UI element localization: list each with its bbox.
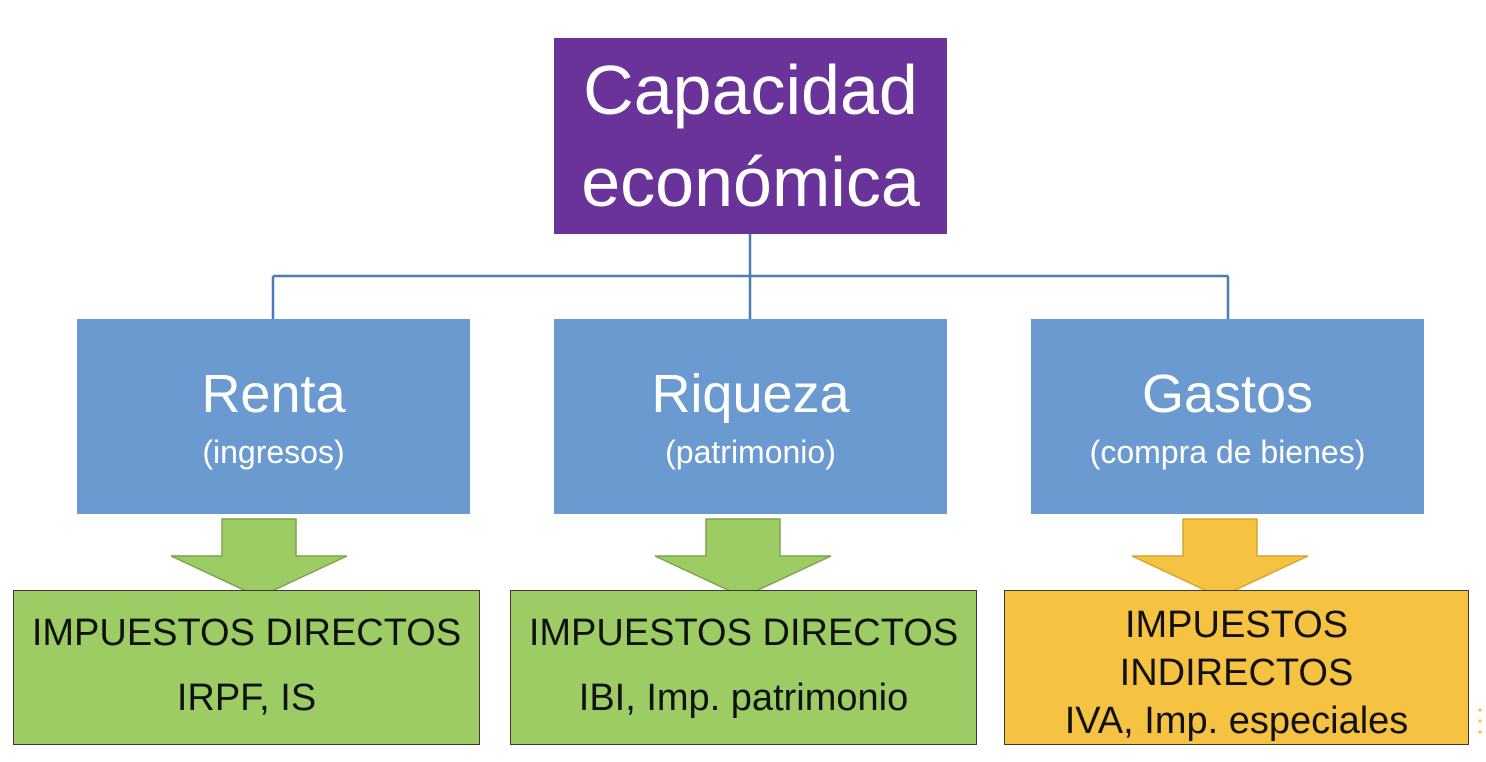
category-title: Renta — [201, 363, 346, 424]
arrow-down-gastos — [1131, 518, 1309, 598]
tax-examples: IRPF, IS — [176, 676, 317, 719]
tax-examples: IVA, Imp. especiales — [1064, 700, 1409, 742]
tax-node-indirectos-gastos: IMPUESTOS INDIRECTOS IVA, Imp. especiale… — [1004, 590, 1469, 745]
edge-decoration — [1478, 708, 1482, 734]
tax-type: IMPUESTOS INDIRECTOS — [1119, 604, 1354, 694]
category-subtitle: (compra de bienes) — [1089, 433, 1366, 470]
category-title: Gastos — [1141, 363, 1314, 424]
category-subtitle: (ingresos) — [202, 433, 345, 470]
root-line-2: económica — [581, 143, 920, 221]
root-node-capacidad-economica: Capacidad económica — [554, 38, 947, 234]
tax-type: IMPUESTOS DIRECTOS — [528, 612, 959, 655]
root-line-1: Capacidad — [583, 51, 918, 129]
tax-examples: IBI, Imp. patrimonio — [578, 676, 909, 719]
category-subtitle: (patrimonio) — [665, 433, 836, 470]
tax-node-directos-riqueza: IMPUESTOS DIRECTOS IBI, Imp. patrimonio — [510, 590, 977, 745]
arrow-down-renta — [170, 518, 348, 598]
category-node-riqueza: Riqueza (patrimonio) — [554, 319, 947, 514]
category-node-renta: Renta (ingresos) — [77, 319, 470, 514]
category-title: Riqueza — [651, 363, 850, 424]
category-node-gastos: Gastos (compra de bienes) — [1031, 319, 1424, 514]
arrow-down-riqueza — [654, 518, 832, 598]
tax-type: IMPUESTOS DIRECTOS — [31, 612, 462, 655]
tax-node-directos-renta: IMPUESTOS DIRECTOS IRPF, IS — [13, 590, 480, 745]
